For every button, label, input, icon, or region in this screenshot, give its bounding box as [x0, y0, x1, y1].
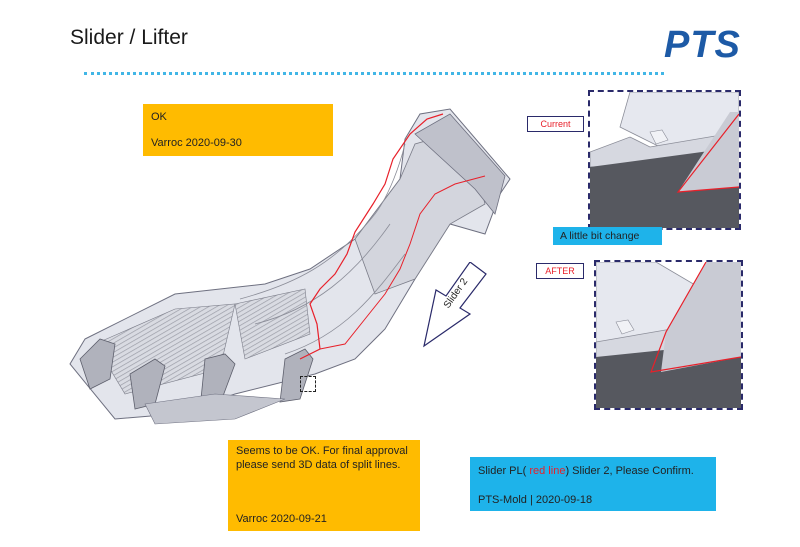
pts-request-prefix: Slider PL( — [478, 465, 527, 477]
page-title: Slider / Lifter — [70, 26, 188, 49]
pts-signature: PTS-Mold | 2020-09-18 — [478, 494, 593, 506]
split-lines-text: Seems to be OK. For final approval pleas… — [236, 445, 408, 471]
current-label: Current — [527, 116, 584, 132]
pts-request-suffix: ) Slider 2, Please Confirm. — [565, 465, 694, 477]
pts-request-note: Slider PL( red line) Slider 2, Please Co… — [470, 457, 716, 511]
lifter-part-drawing — [69, 108, 511, 425]
pts-request-red-line: red line — [526, 465, 566, 477]
after-detail-view — [594, 260, 743, 410]
change-note: A little bit change — [553, 227, 662, 245]
after-label: AFTER — [536, 263, 584, 279]
approval-note-split-lines: Seems to be OK. For final approval pleas… — [228, 440, 420, 531]
slider-direction-arrow-icon — [423, 262, 487, 348]
after-detail-drawing — [596, 262, 741, 408]
detail-marker — [300, 376, 316, 392]
current-detail-view — [588, 90, 741, 230]
split-lines-signature: Varroc 2020-09-21 — [236, 513, 327, 525]
current-detail-drawing — [590, 92, 739, 228]
pts-logo: PTS — [664, 24, 741, 66]
ok-signature: Varroc 2020-09-30 — [151, 137, 242, 149]
title-divider — [84, 72, 664, 75]
approval-note-ok: OK Varroc 2020-09-30 — [143, 104, 333, 156]
ok-text: OK — [151, 111, 167, 123]
